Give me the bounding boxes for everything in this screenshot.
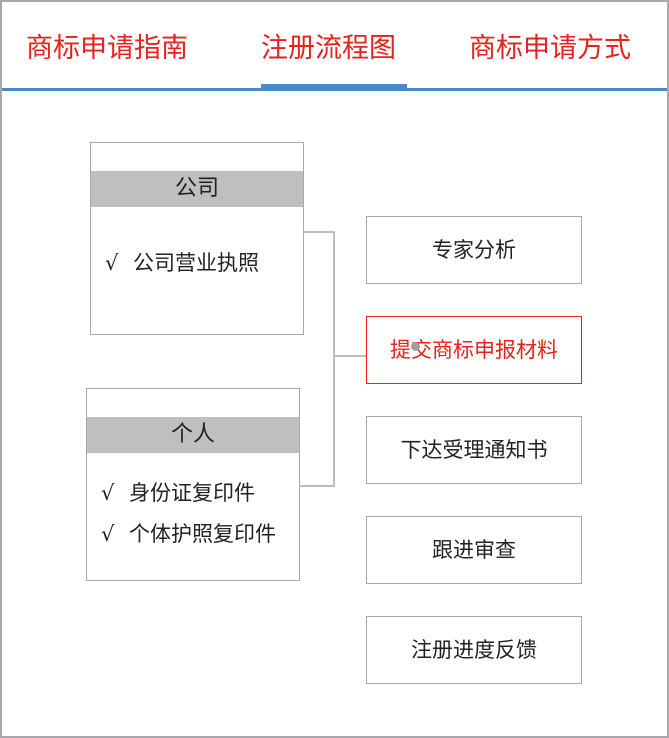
checkmark-icon: √	[105, 251, 119, 275]
step-expert-analysis[interactable]: 专家分析	[366, 216, 582, 284]
cursor-dot-icon	[411, 342, 420, 351]
requirement-item: √ 个体护照复印件	[101, 518, 276, 548]
company-requirements-box: 公司 √ 公司营业执照	[90, 142, 304, 335]
person-requirements-box: 个人 √ 身份证复印件 √ 个体护照复印件	[86, 388, 300, 581]
connector-to-submit	[333, 355, 367, 357]
connector-vertical	[333, 231, 335, 487]
connector-company	[303, 231, 335, 233]
tab-registration-flowchart[interactable]: 注册流程图	[261, 33, 396, 64]
tab-application-guide[interactable]: 商标申请指南	[26, 33, 188, 64]
step-acceptance-notice[interactable]: 下达受理通知书	[366, 416, 582, 484]
tab-application-methods[interactable]: 商标申请方式	[469, 33, 631, 64]
requirement-label: 个体护照复印件	[129, 522, 276, 546]
requirement-label: 公司营业执照	[133, 251, 259, 275]
step-submit-materials[interactable]: 提交商标申报材料	[366, 316, 582, 384]
checkmark-icon: √	[101, 522, 115, 546]
company-header: 公司	[91, 171, 303, 207]
step-progress-feedback[interactable]: 注册进度反馈	[366, 616, 582, 684]
requirement-item: √ 身份证复印件	[101, 477, 255, 507]
step-follow-review[interactable]: 跟进审查	[366, 516, 582, 584]
requirement-item: √ 公司营业执照	[105, 247, 259, 277]
active-tab-indicator	[261, 84, 407, 91]
checkmark-icon: √	[101, 481, 115, 505]
person-header: 个人	[87, 417, 299, 453]
requirement-label: 身份证复印件	[129, 481, 255, 505]
connector-person	[299, 485, 335, 487]
